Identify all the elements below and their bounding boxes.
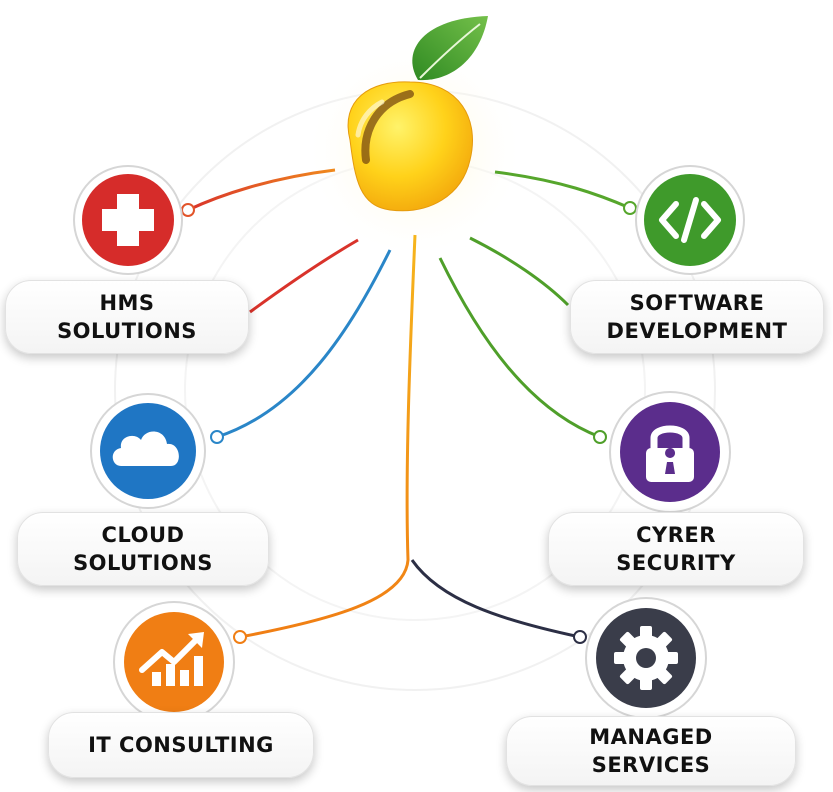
connector-node (623, 201, 637, 215)
cloud-solutions-label: CLOUD SOLUTIONS (73, 523, 213, 575)
leaf-icon (412, 16, 488, 81)
growth-chart-icon (113, 601, 235, 723)
cloud-solutions-label-box: CLOUD SOLUTIONS (17, 512, 269, 586)
connector-cyber (438, 257, 601, 439)
connector-node (233, 630, 247, 644)
software-development-label-box: SOFTWARE DEVELOPMENT (570, 280, 824, 354)
software-development-label: SOFTWARE DEVELOPMENT (606, 291, 788, 343)
lemon-icon (347, 16, 488, 212)
hms-solutions-label-box: HMS SOLUTIONS (5, 280, 249, 354)
managed-services-label-box: MANAGED SERVICES (506, 716, 796, 786)
connector-node (210, 430, 224, 444)
code-icon (635, 165, 745, 275)
cyber-security-label-box: CYRER SECURITY (548, 512, 804, 586)
connector-node (593, 430, 607, 444)
connector-hms-bottom (249, 238, 359, 314)
connector-hms-top (187, 168, 336, 212)
cloud-icon (90, 393, 206, 509)
connector-managed (410, 559, 581, 639)
managed-services-label: MANAGED SERVICES (589, 725, 713, 777)
hms-solutions-label: HMS SOLUTIONS (57, 291, 197, 343)
connector-it (239, 234, 417, 639)
connector-node (573, 630, 587, 644)
connector-cloud (216, 249, 392, 439)
it-consulting-label: IT CONSULTING (88, 733, 274, 757)
it-consulting-label-box: IT CONSULTING (48, 712, 314, 778)
connector-software-top (494, 170, 631, 210)
cyber-security-label: CYRER SECURITY (616, 523, 736, 575)
padlock-icon (609, 391, 731, 513)
connector-software-bottom (469, 236, 570, 307)
gear-icon (585, 597, 707, 719)
medical-cross-icon (73, 165, 183, 275)
